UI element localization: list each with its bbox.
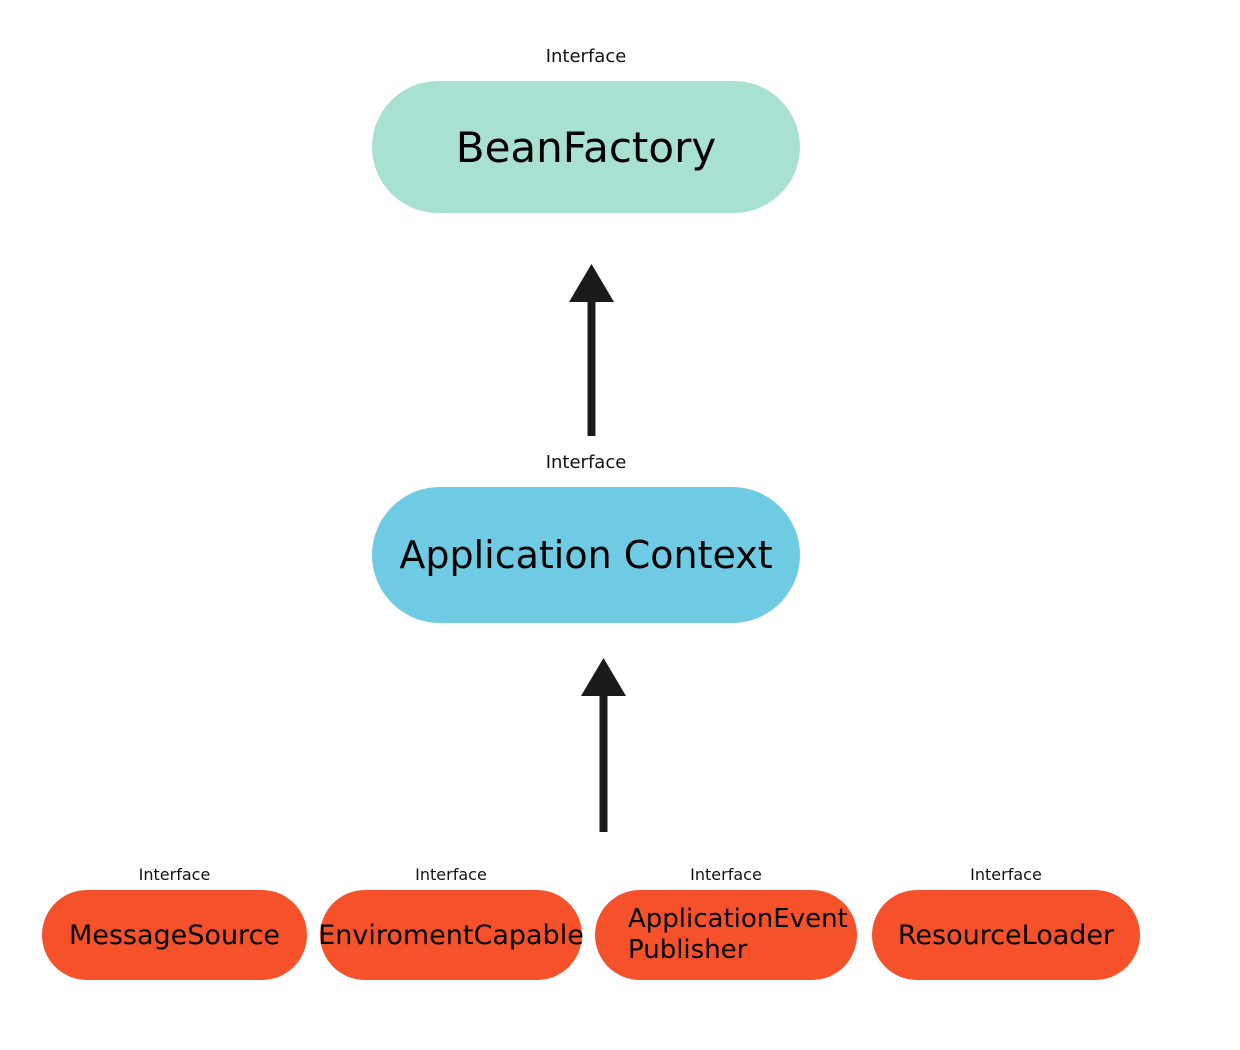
application-event-publisher-label: ApplicationEvent Publisher [628, 904, 848, 965]
beanfactory-pill[interactable]: BeanFactory [372, 81, 800, 213]
message-source-pill[interactable]: MessageSource [42, 890, 307, 980]
application-context-pill[interactable]: Application Context [372, 487, 800, 623]
arrow-appcontext-to-beanfactory-icon [569, 264, 614, 436]
enviroment-capable-label: EnviromentCapable [318, 919, 584, 951]
node-application-context[interactable]: Interface Application Context [372, 453, 800, 623]
application-event-publisher-pill[interactable]: ApplicationEvent Publisher [595, 890, 857, 980]
resource-loader-label: ResourceLoader [897, 919, 1115, 951]
arrow-leaves-to-application-context-icon [581, 658, 626, 832]
message-source-stereotype-label: Interface [138, 865, 211, 884]
node-beanfactory[interactable]: Interface BeanFactory [372, 47, 800, 213]
node-resource-loader[interactable]: Interface ResourceLoader [872, 866, 1140, 980]
node-message-source[interactable]: Interface MessageSource [42, 866, 307, 980]
application-context-label: Application Context [399, 533, 773, 577]
application-event-publisher-stereotype-label: Interface [690, 865, 762, 884]
resource-loader-pill[interactable]: ResourceLoader [872, 890, 1140, 980]
message-source-label: MessageSource [68, 919, 281, 951]
beanfactory-stereotype-label: Interface [545, 46, 627, 67]
node-application-event-publisher[interactable]: Interface ApplicationEvent Publisher [595, 866, 857, 980]
enviroment-capable-pill[interactable]: EnviromentCapable [318, 890, 584, 980]
node-enviroment-capable[interactable]: Interface EnviromentCapable [318, 865, 584, 980]
application-context-stereotype-label: Interface [545, 452, 627, 473]
enviroment-capable-stereotype-label: Interface [415, 865, 487, 884]
resource-loader-stereotype-label: Interface [970, 865, 1042, 884]
beanfactory-label: BeanFactory [455, 122, 717, 172]
